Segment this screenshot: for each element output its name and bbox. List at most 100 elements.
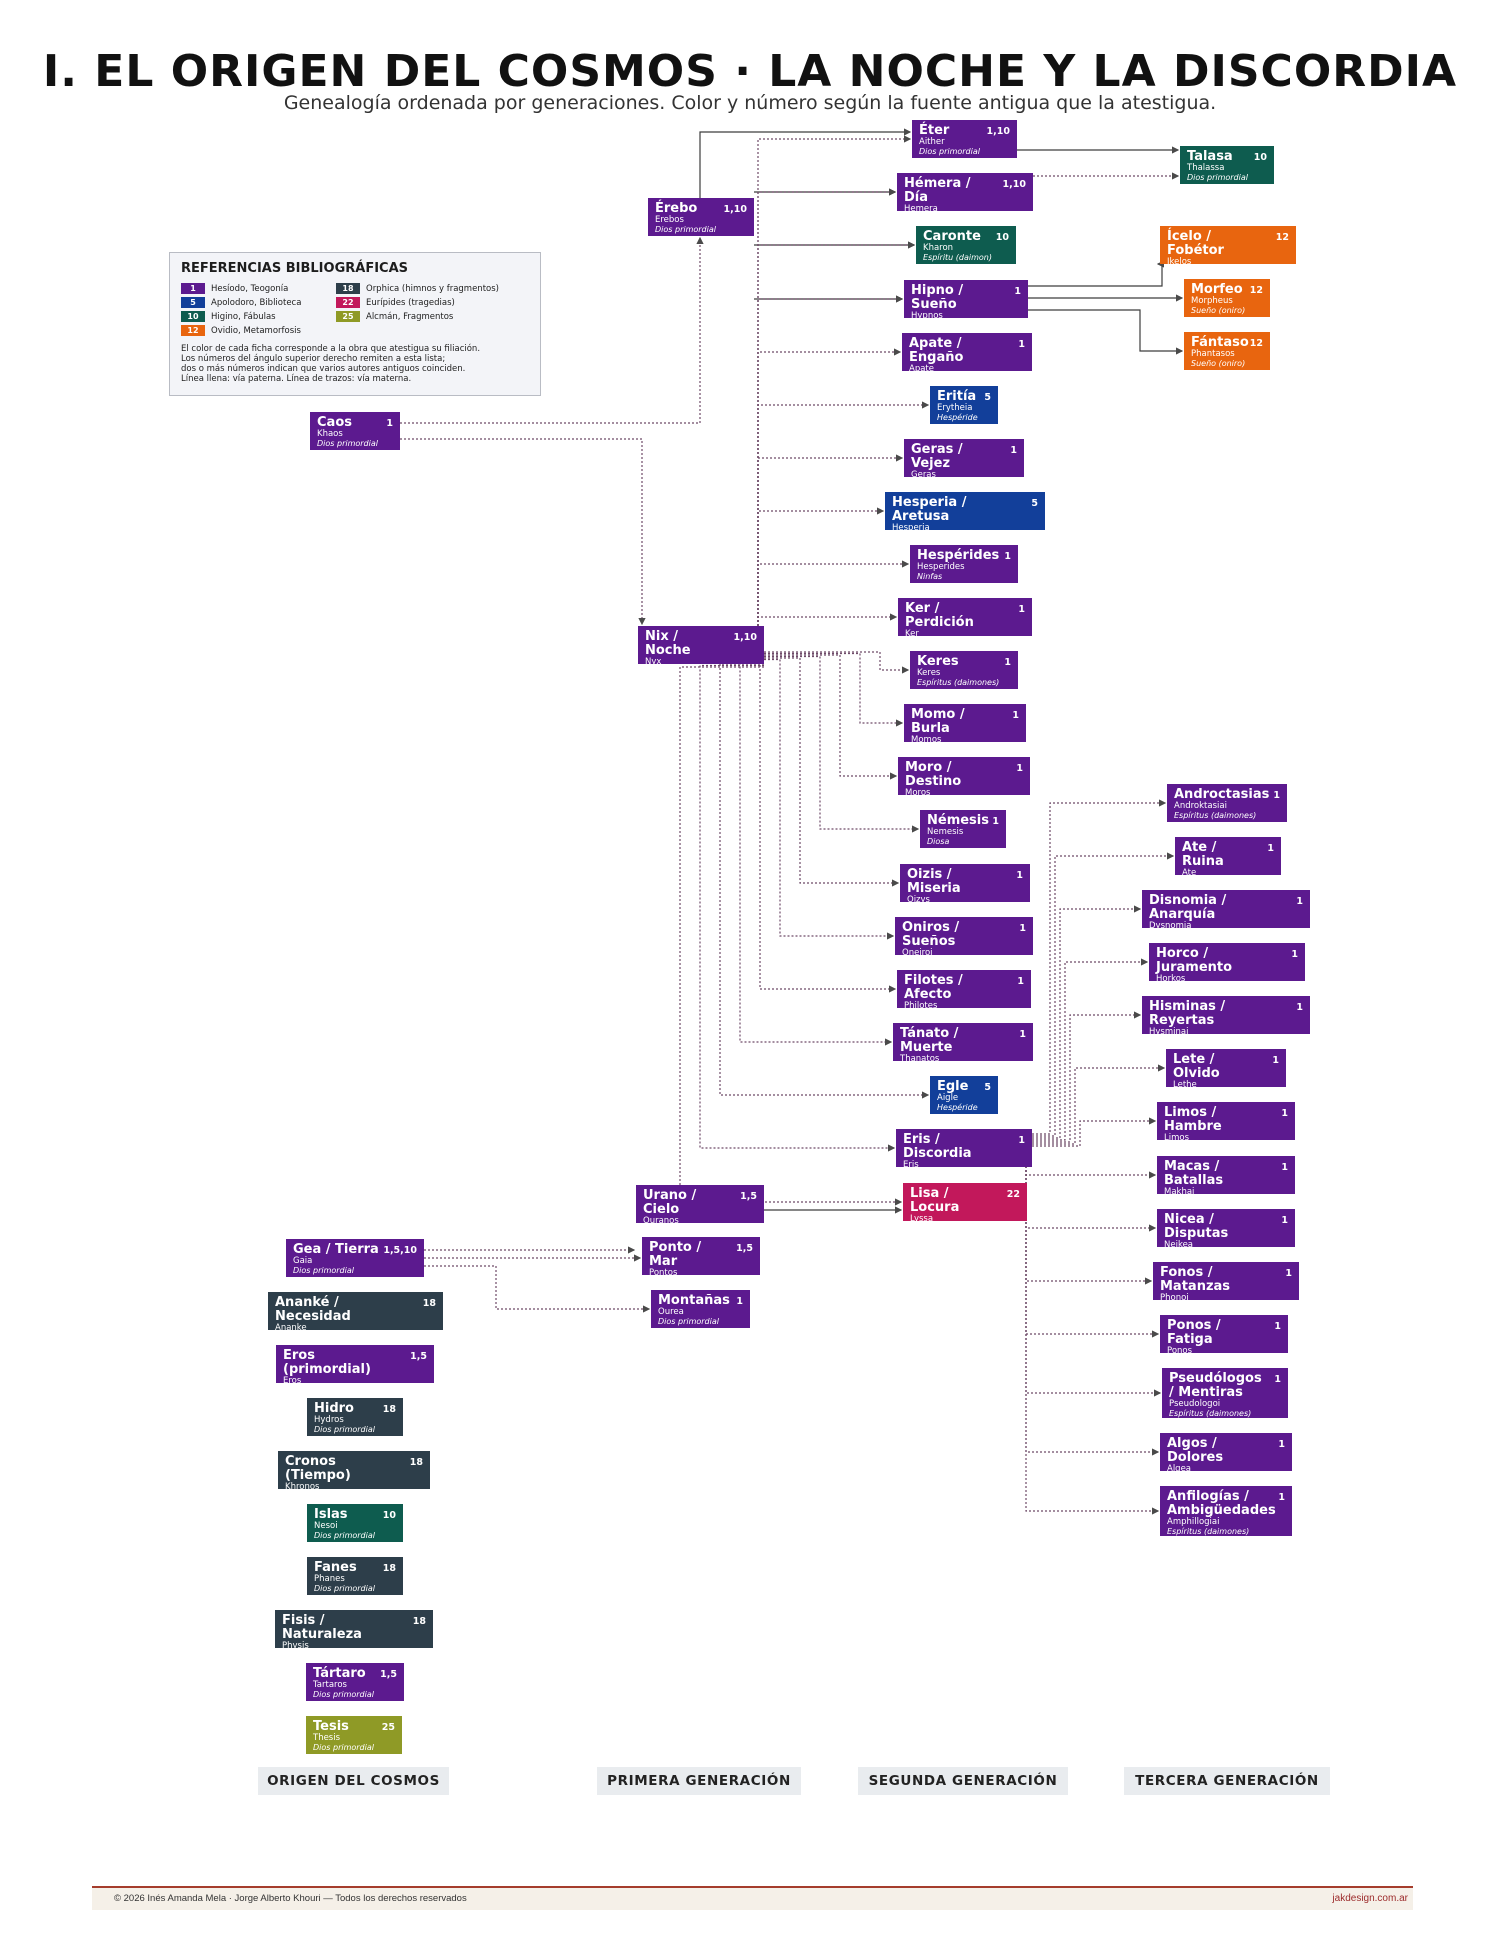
node-source-refs: 1 [1018, 339, 1025, 350]
node-name: Ponos / Fatiga [1167, 1318, 1221, 1347]
node-transliteration: Ate [1182, 868, 1197, 876]
node-transliteration: Phonoi [1160, 1293, 1189, 1301]
node-type: Ninfas [917, 572, 943, 581]
node-source-refs: 1 [1296, 896, 1303, 907]
node-name: Macas / Batallas [1164, 1159, 1224, 1188]
node-name: Nix / Noche [645, 629, 691, 658]
node-transliteration: Gaia [293, 1256, 313, 1266]
node-transliteration: Pseudologoi [1169, 1399, 1221, 1409]
link-caos-nix [400, 438, 646, 626]
node-name: Limos / Hambre [1164, 1105, 1222, 1134]
node-transliteration: Phantasos [1191, 349, 1235, 359]
node-icelo: Ícelo / FobétorIkelosSueño (oniro)12 [1160, 226, 1296, 264]
footer-website-link[interactable]: jakdesign.com.ar [1332, 1893, 1408, 1904]
node-type: Espíritus (daimones) [1169, 1409, 1252, 1418]
footer-copyright: © 2026 Inés Amanda Mela · Jorge Alberto … [114, 1893, 467, 1904]
node-fonos: Fonos / MatanzasPhonoiEspíritus (daimone… [1153, 1262, 1299, 1300]
node-name: Nicea / Disputas [1164, 1212, 1229, 1241]
node-name: Hipno / Sueño [911, 283, 964, 312]
link-nix-moro [764, 654, 898, 780]
node-lisa: Lisa / LocuraLyssaEspíritu (daimon)22 [903, 1183, 1027, 1221]
node-name: Éter [919, 123, 950, 138]
node-name: Gea / Tierra [293, 1242, 379, 1257]
node-source-refs: 1 [1281, 1215, 1288, 1226]
node-source-refs: 18 [412, 1616, 426, 1627]
node-source-refs: 5 [1031, 498, 1038, 509]
node-transliteration: Geras [911, 470, 936, 478]
node-source-refs: 1 [1014, 286, 1021, 297]
node-source-refs: 12 [1249, 285, 1263, 296]
node-source-refs: 1 [1285, 1268, 1292, 1279]
link-caos-erebo [400, 236, 704, 424]
legend-note: El color de cada ficha corresponde a la … [181, 344, 529, 384]
node-type: Espíritu (daimon) [923, 253, 992, 262]
node-name: Tesis [313, 1719, 349, 1734]
link-nix-keres [764, 651, 910, 674]
node-type: Dios primordial [313, 1690, 374, 1699]
legend-swatch: 25 [336, 311, 360, 322]
node-oizis: Oizis / MiseriaOizysEspíritu (daimon)1 [900, 864, 1030, 902]
link-nix-caronte [757, 241, 916, 626]
node-type: Dios primordial [1187, 173, 1248, 182]
node-source-refs: 1 [1004, 551, 1011, 562]
node-name: Keres [917, 654, 959, 669]
node-name: Lisa / Locura [910, 1186, 960, 1215]
node-source-refs: 1 [1274, 1321, 1281, 1332]
node-source-refs: 1 [1296, 1002, 1303, 1013]
node-lete: Lete / OlvidoLetheEspíritu (daimon)1 [1166, 1049, 1286, 1087]
node-source-refs: 1 [1273, 790, 1280, 801]
node-transliteration: Khronos [285, 1482, 320, 1490]
page-subtitle: Genealogía ordenada por generaciones. Co… [283, 92, 1217, 114]
node-type: Sueño (oniro) [1191, 359, 1246, 368]
node-macas: Macas / BatallasMakhaiEspíritus (daimone… [1157, 1156, 1295, 1194]
node-source-refs: 1 [1018, 1135, 1025, 1146]
node-source-refs: 1 [992, 816, 999, 827]
node-name: Ícelo / Fobétor [1167, 229, 1224, 258]
node-transliteration: Kharon [923, 243, 954, 253]
node-name: Ate / Ruina [1182, 840, 1224, 869]
node-source-refs: 1 [1281, 1162, 1288, 1173]
legend-label: Apolodoro, Biblioteca [211, 297, 302, 308]
link-nix-momo [764, 652, 904, 727]
link-erebo-eter [699, 128, 912, 198]
node-ponos: Ponos / FatigaPonosEspíritu (daimon)1 [1160, 1315, 1288, 1353]
legend-note-line: dos o más números indican que varios aut… [181, 364, 466, 374]
link-nix-hemera [757, 188, 897, 626]
legend-swatch: 5 [181, 297, 205, 308]
link-hipno-fantaso [1028, 309, 1184, 355]
node-type: Dios primordial [314, 1531, 375, 1540]
link-hipno-icelo [1028, 260, 1164, 287]
node-name: Moro / Destino [905, 760, 962, 789]
node-type: Espíritus (daimones) [1174, 811, 1257, 820]
node-ker: Ker / PerdiciónKerEspíritu (daimon)1 [898, 598, 1032, 636]
link-nix-eris [699, 664, 896, 1152]
legend-label: Orphica (himnos y fragmentos) [366, 283, 499, 294]
node-name: Hespérides [917, 548, 1000, 563]
node-source-refs: 18 [382, 1404, 396, 1415]
node-name: Hidro [314, 1401, 354, 1416]
link-eris-lete [1032, 1064, 1166, 1145]
node-name: Oniros / Sueños [902, 920, 960, 949]
node-transliteration: Moros [905, 788, 931, 796]
node-transliteration: Physis [282, 1641, 309, 1649]
legend-label: Higino, Fábulas [211, 311, 276, 322]
node-name: Némesis [927, 813, 989, 828]
node-horco: Horco / JuramentoHorkosEspíritu (daimon)… [1149, 943, 1305, 981]
link-eris-hisminas [1032, 1011, 1142, 1143]
node-fisis: Fisis / NaturalezaPhysisDios primordial1… [275, 1610, 433, 1648]
node-source-refs: 1 [1017, 976, 1024, 987]
